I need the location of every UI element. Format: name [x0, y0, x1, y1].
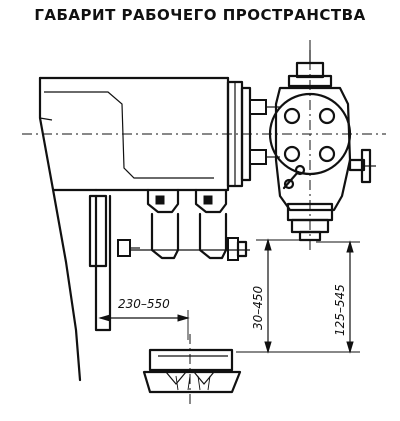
dimension-vertical-table — [236, 240, 360, 354]
arbor-supports — [126, 188, 250, 261]
work-table — [142, 334, 242, 406]
diagram-title: ГАБАРИТ РАБОЧЕГО ПРОСТРАНСТВА — [34, 6, 366, 24]
machine-column — [38, 76, 230, 382]
knee — [88, 194, 140, 332]
milling-head — [268, 40, 376, 250]
label-vertical-table: 125–545 — [333, 284, 347, 336]
flange-plate — [226, 80, 280, 188]
dimension-horizontal — [98, 310, 190, 340]
dimension-vertical-spindle — [246, 238, 300, 354]
label-horizontal-range: 230–550 — [118, 297, 170, 311]
label-vertical-spindle: 30–450 — [251, 285, 265, 330]
